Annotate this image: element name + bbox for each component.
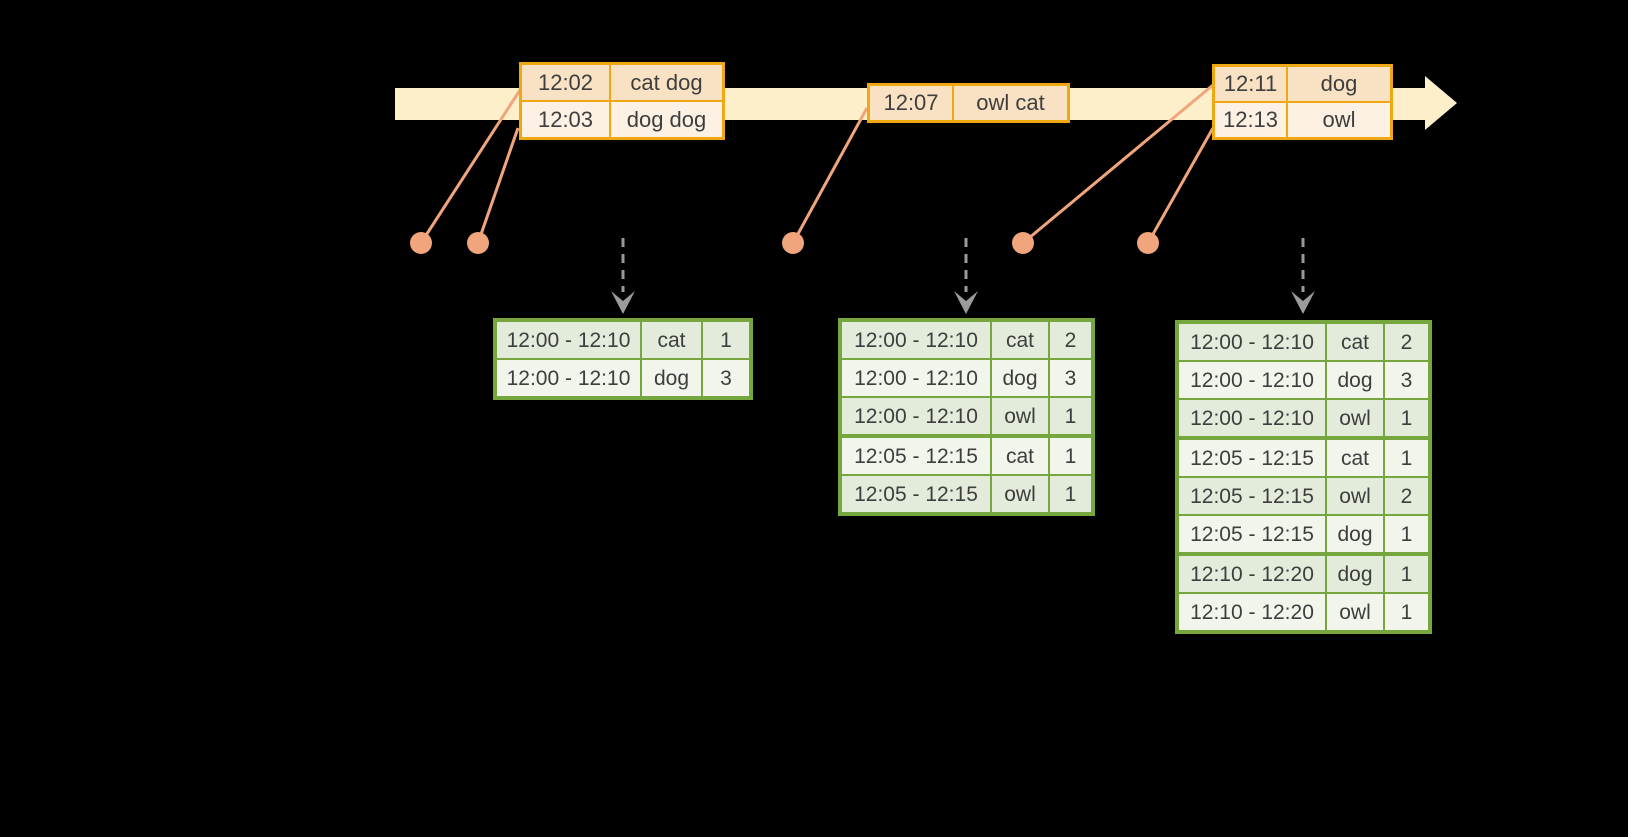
window-cell: 12:00 - 12:10 <box>842 398 990 434</box>
window-group: 12:05 - 12:15 cat 1 12:05 - 12:15 owl 1 <box>842 438 1091 512</box>
window-cell: 12:05 - 12:15 <box>1179 478 1325 514</box>
count-cell: 1 <box>1385 400 1428 436</box>
connector-line-1213 <box>1146 127 1215 244</box>
connector-line-1203 <box>476 127 520 244</box>
event-dot-1207 <box>782 232 804 254</box>
window-cell: 12:10 - 12:20 <box>1179 594 1325 630</box>
count-cell: 3 <box>1050 360 1091 396</box>
word-cell: cat <box>1327 324 1383 360</box>
connector-line-1211 <box>1022 83 1214 245</box>
word-cell: cat <box>642 322 701 358</box>
window-group: 12:05 - 12:15 cat 1 12:05 - 12:15 owl 2 … <box>1179 440 1428 552</box>
word-cell: cat <box>992 322 1048 358</box>
window-group: 12:00 - 12:10 cat 2 12:00 - 12:10 dog 3 … <box>1179 324 1428 436</box>
window-cell: 12:05 - 12:15 <box>842 438 990 474</box>
window-cell: 12:00 - 12:10 <box>1179 362 1325 398</box>
count-cell: 2 <box>1050 322 1091 358</box>
count-cell: 1 <box>1050 398 1091 434</box>
window-group: 12:00 - 12:10 cat 2 12:00 - 12:10 dog 3 … <box>842 322 1091 434</box>
event-words-cell: owl <box>1288 103 1390 137</box>
trigger-arrowhead-2 <box>954 291 978 314</box>
count-cell: 1 <box>703 322 749 358</box>
window-cell: 12:00 - 12:10 <box>842 322 990 358</box>
connector-line-1207 <box>791 107 869 244</box>
window-group: 12:00 - 12:10 cat 1 12:00 - 12:10 dog 3 <box>497 322 749 396</box>
count-cell: 3 <box>1385 362 1428 398</box>
word-cell: owl <box>992 398 1048 434</box>
result-table-1: 12:00 - 12:10 cat 1 12:00 - 12:10 dog 3 <box>493 318 753 400</box>
window-cell: 12:10 - 12:20 <box>1179 556 1325 592</box>
event-table-1: 12:02 cat dog 12:03 dog dog <box>519 62 725 140</box>
word-cell: owl <box>1327 594 1383 630</box>
word-cell: dog <box>642 360 701 396</box>
event-time-cell: 12:02 <box>522 65 609 100</box>
word-cell: dog <box>1327 556 1383 592</box>
count-cell: 3 <box>703 360 749 396</box>
trigger-arrowhead-1 <box>611 291 635 314</box>
word-cell: owl <box>1327 400 1383 436</box>
event-words-cell: dog dog <box>611 102 722 137</box>
word-cell: cat <box>992 438 1048 474</box>
count-cell: 1 <box>1385 594 1428 630</box>
event-words-cell: owl cat <box>954 86 1067 120</box>
event-table-3: 12:11 dog 12:13 owl <box>1212 64 1393 140</box>
event-dot-1202 <box>410 232 432 254</box>
count-cell: 1 <box>1385 440 1428 476</box>
event-dot-1213 <box>1137 232 1159 254</box>
trigger-arrowheads <box>611 291 1315 314</box>
result-table-3: 12:00 - 12:10 cat 2 12:00 - 12:10 dog 3 … <box>1175 320 1432 634</box>
count-cell: 1 <box>1050 438 1091 474</box>
event-dot-1211 <box>1012 232 1034 254</box>
window-cell: 12:05 - 12:15 <box>1179 440 1325 476</box>
event-time-cell: 12:07 <box>870 86 952 120</box>
event-time-cell: 12:11 <box>1215 67 1286 101</box>
count-cell: 2 <box>1385 324 1428 360</box>
trigger-arrows <box>621 238 1305 292</box>
count-cell: 1 <box>1385 556 1428 592</box>
event-time-cell: 12:03 <box>522 102 609 137</box>
window-cell: 12:00 - 12:10 <box>497 360 640 396</box>
word-cell: owl <box>992 476 1048 512</box>
word-cell: cat <box>1327 440 1383 476</box>
event-words-cell: cat dog <box>611 65 722 100</box>
word-cell: dog <box>1327 516 1383 552</box>
window-cell: 12:00 - 12:10 <box>1179 324 1325 360</box>
window-group: 12:10 - 12:20 dog 1 12:10 - 12:20 owl 1 <box>1179 556 1428 630</box>
window-cell: 12:05 - 12:15 <box>842 476 990 512</box>
window-cell: 12:05 - 12:15 <box>1179 516 1325 552</box>
event-time-cell: 12:13 <box>1215 103 1286 137</box>
event-table-2: 12:07 owl cat <box>867 83 1070 123</box>
window-cell: 12:00 - 12:10 <box>1179 400 1325 436</box>
word-cell: dog <box>1327 362 1383 398</box>
count-cell: 1 <box>1050 476 1091 512</box>
event-connector-lines <box>419 83 1215 245</box>
window-cell: 12:00 - 12:10 <box>842 360 990 396</box>
count-cell: 1 <box>1385 516 1428 552</box>
event-dots <box>410 232 1159 254</box>
window-cell: 12:00 - 12:10 <box>497 322 640 358</box>
trigger-arrowhead-3 <box>1291 291 1315 314</box>
connector-line-1202 <box>419 89 522 244</box>
word-cell: dog <box>992 360 1048 396</box>
result-table-2: 12:00 - 12:10 cat 2 12:00 - 12:10 dog 3 … <box>838 318 1095 516</box>
word-cell: owl <box>1327 478 1383 514</box>
event-words-cell: dog <box>1288 67 1390 101</box>
event-dot-1203 <box>467 232 489 254</box>
count-cell: 2 <box>1385 478 1428 514</box>
